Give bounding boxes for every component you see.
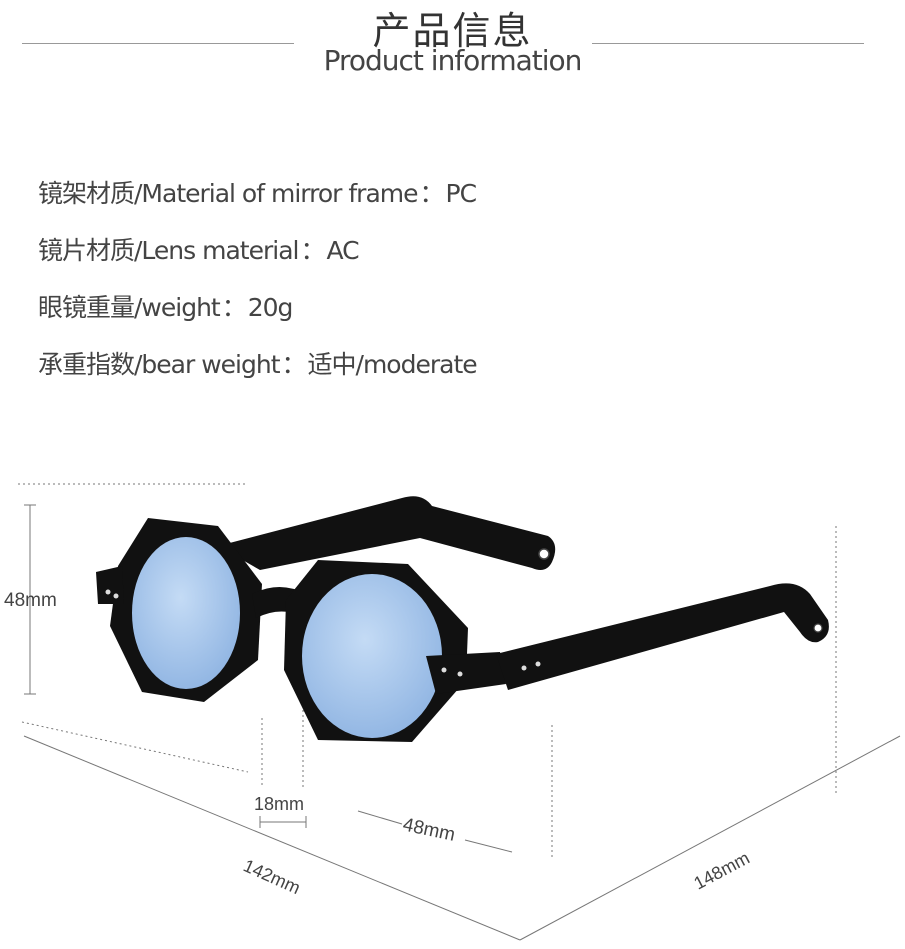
dim-total-width-label: 142mm — [240, 855, 303, 898]
dim-height-label: 48mm — [4, 590, 57, 611]
dim-lens-width-label: 48mm — [401, 814, 457, 846]
header-rule-left — [22, 43, 294, 44]
far-temple-hole — [538, 548, 550, 560]
rivet — [457, 671, 463, 677]
spec-separator: ： — [281, 350, 307, 379]
near-temple — [496, 583, 829, 690]
page-title-en: Product information — [323, 44, 583, 77]
spec-label: 眼镜重量/weight — [38, 293, 221, 322]
guide-lines — [18, 483, 837, 860]
spec-label: 镜架材质/Material of mirror frame — [38, 179, 418, 208]
right-lens — [302, 574, 442, 738]
spec-label: 承重指数/bear weight — [38, 350, 281, 379]
spec-lens-material: 镜片材质/Lens material：AC — [38, 231, 360, 267]
dim-bridge-label: 18mm — [254, 794, 304, 814]
far-temple — [218, 496, 556, 570]
left-hinge — [96, 566, 124, 604]
right-hinge — [426, 652, 506, 694]
rivet — [105, 589, 111, 595]
spec-label: 镜片材质/Lens material — [38, 236, 299, 265]
left-lens — [132, 537, 240, 689]
spec-value: 适中/moderate — [307, 350, 478, 379]
spec-separator: ： — [300, 236, 325, 265]
page-title-cn: 产品信息 — [372, 9, 533, 53]
spec-weight: 眼镜重量/weight：20g — [38, 288, 294, 324]
spec-separator: ： — [221, 293, 247, 322]
glasses-dimension-figure: 48mm 18mm 48mm 142mm 148mm — [4, 483, 901, 941]
spec-frame-material: 镜架材质/Material of mirror frame：PC — [38, 174, 478, 210]
near-temple-hole — [813, 623, 823, 633]
spec-value: 20g — [247, 293, 294, 322]
spec-value: AC — [326, 236, 359, 265]
spec-value: PC — [445, 179, 478, 208]
dimension-lines — [23, 504, 901, 941]
rivet — [521, 665, 527, 671]
dim-temple-length-label: 148mm — [690, 848, 752, 894]
rivet — [535, 661, 541, 667]
rivet — [113, 593, 119, 599]
rivet — [441, 667, 447, 673]
spec-separator: ： — [419, 179, 445, 208]
header-rule-right — [592, 43, 864, 44]
spec-bear-weight: 承重指数/bear weight：适中/moderate — [38, 345, 478, 381]
